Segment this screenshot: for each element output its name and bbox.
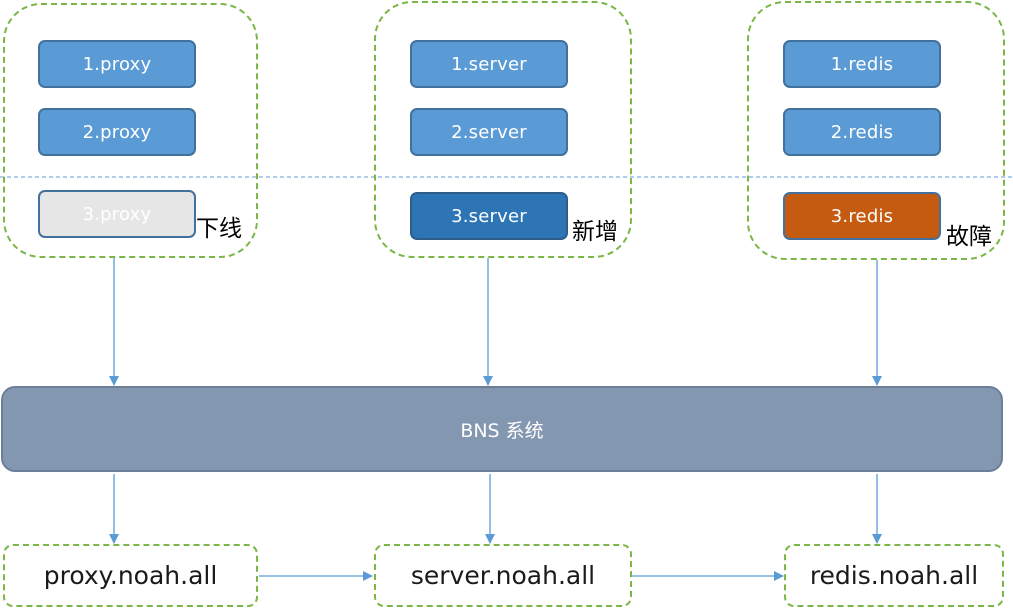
proxy-group: [3, 3, 258, 258]
fault-state-label: 故障: [946, 224, 992, 250]
proxy-node-2[interactable]: 2.proxy: [38, 108, 196, 156]
proxy-node-1[interactable]: 1.proxy: [38, 40, 196, 88]
proxy-node-3[interactable]: 3.proxy: [38, 190, 196, 238]
redis-node-1[interactable]: 1.redis: [783, 40, 941, 88]
redis-output-box: redis.noah.all: [784, 544, 1004, 607]
bns-system-box: BNS 系统: [1, 386, 1003, 472]
redis-node-3[interactable]: 3.redis: [783, 192, 941, 240]
proxy-output-box: proxy.noah.all: [3, 544, 258, 607]
server-node-3[interactable]: 3.server: [410, 192, 568, 240]
added-state-label: 新增: [572, 219, 618, 245]
redis-node-2[interactable]: 2.redis: [783, 108, 941, 156]
redis-group: [747, 1, 1005, 260]
server-group: [374, 1, 632, 258]
server-node-1[interactable]: 1.server: [410, 40, 568, 88]
server-node-2[interactable]: 2.server: [410, 108, 568, 156]
server-output-box: server.noah.all: [374, 544, 632, 607]
offline-state-label: 下线: [196, 216, 242, 242]
